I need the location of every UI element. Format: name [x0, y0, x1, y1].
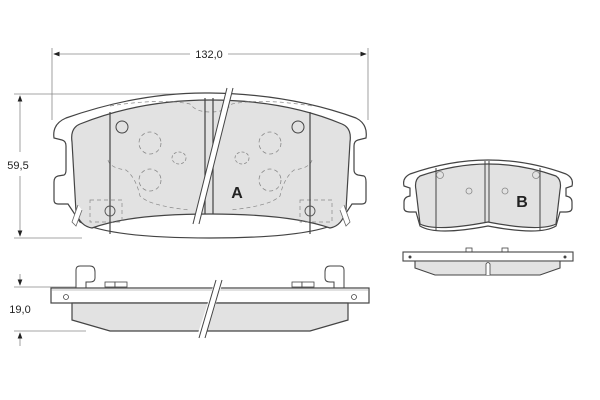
- height-dimension-label: 59,5: [7, 160, 28, 172]
- pad-b-side-view: [402, 247, 574, 276]
- width-dimension-label: 132,0: [195, 49, 223, 61]
- pad-b-label: B: [516, 194, 528, 211]
- pad-a-front-view: A: [53, 87, 367, 239]
- thickness-dimension-label: 19,0: [9, 304, 30, 316]
- width-dimension: 132,0: [51, 48, 369, 120]
- pad-b-front-view: B: [403, 159, 573, 232]
- pad-a-side-view: 19,0: [9, 265, 370, 346]
- pad-a-label: A: [231, 185, 243, 202]
